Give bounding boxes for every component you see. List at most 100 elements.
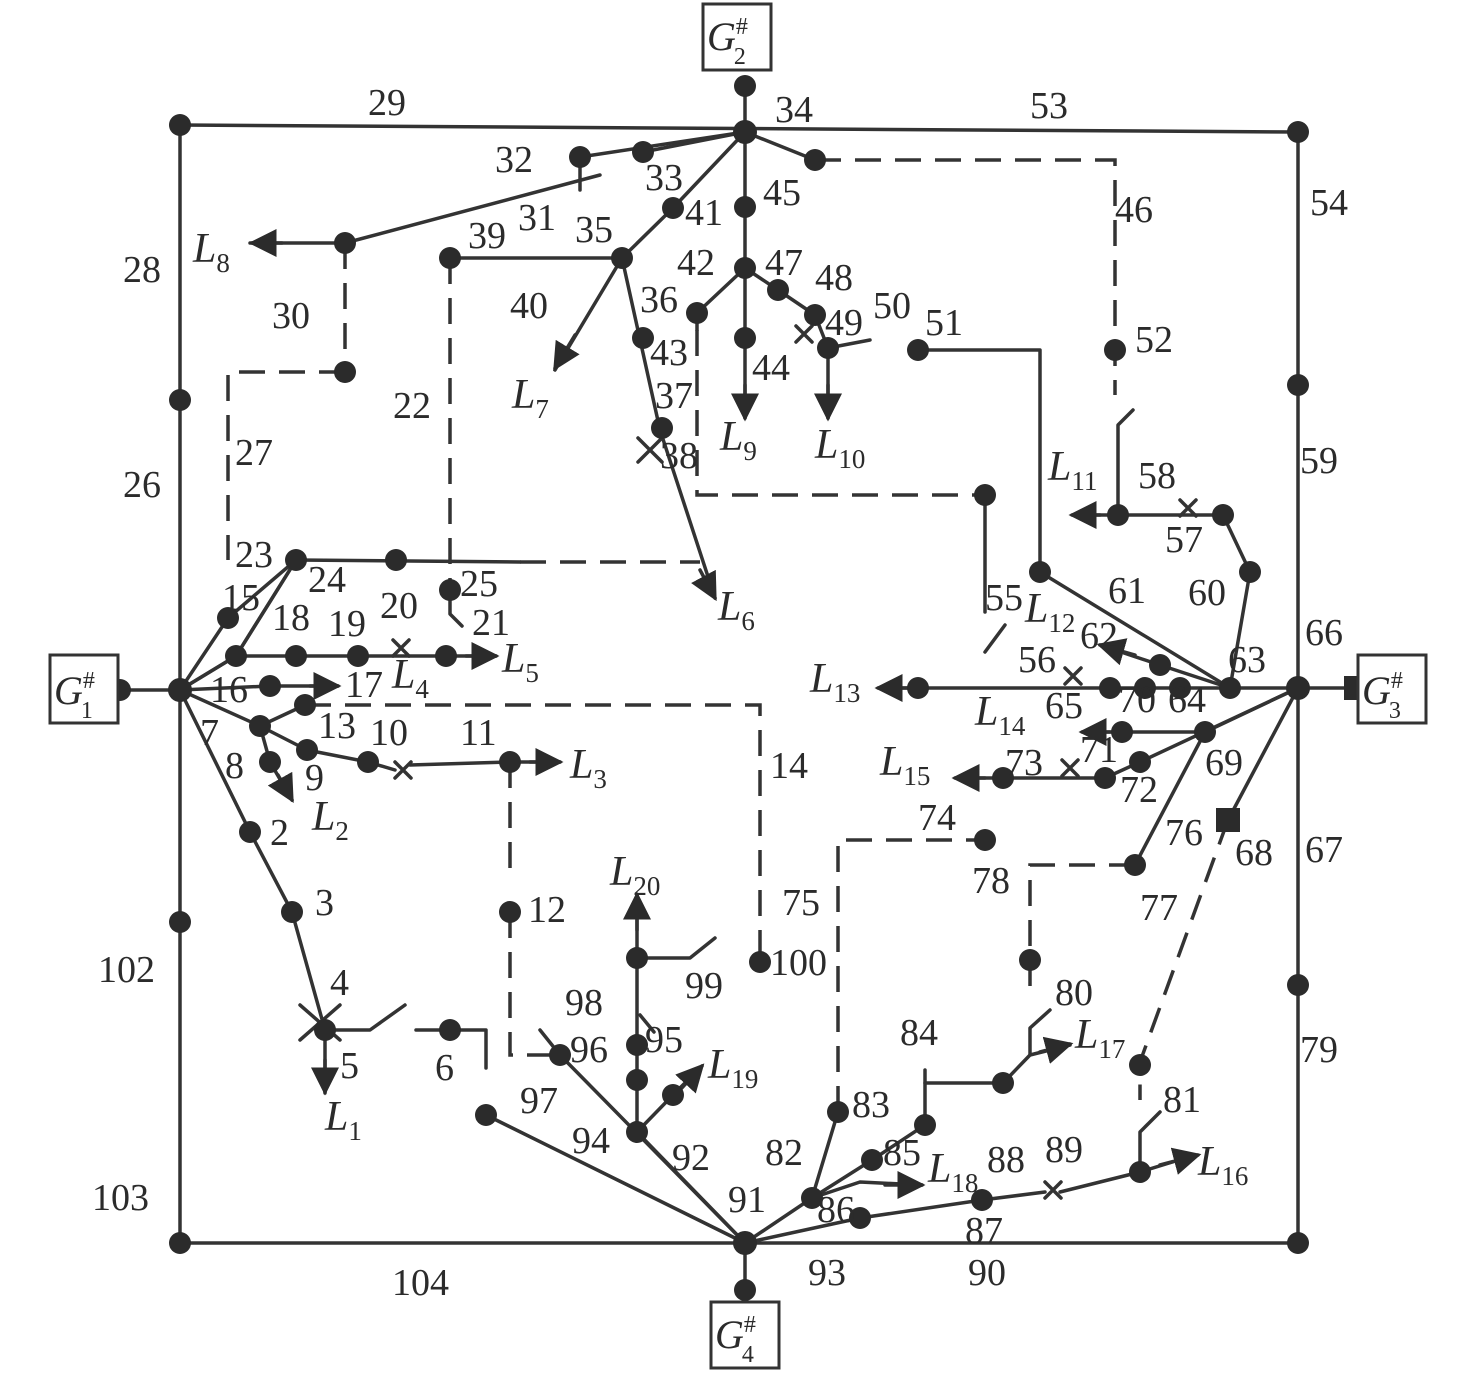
node-number: 81 xyxy=(1163,1079,1201,1121)
node-number: 14 xyxy=(770,745,808,787)
load-labels: L1 L2 L3 L4 L5 L6 L7 L8 L9 L10 L11 L12 L… xyxy=(192,226,1248,1198)
node-number: 50 xyxy=(873,285,911,327)
node-number: 72 xyxy=(1120,769,1158,811)
node-number: 64 xyxy=(1168,679,1206,721)
node-number: 54 xyxy=(1310,182,1348,224)
node-number: 71 xyxy=(1080,729,1118,771)
svg-text:G#4: G#4 xyxy=(715,1312,756,1368)
node-number: 36 xyxy=(640,279,678,321)
node-number: 104 xyxy=(392,1262,449,1304)
node-number: 38 xyxy=(660,435,698,477)
node-number: 68 xyxy=(1235,832,1273,874)
tie-lines xyxy=(226,158,1230,1112)
node-number: 13 xyxy=(318,705,356,747)
node-number: 9 xyxy=(305,757,324,799)
node-number: 11 xyxy=(460,712,497,754)
node-number: 19 xyxy=(328,603,366,645)
load-label: L5 xyxy=(501,636,539,688)
load-arrows xyxy=(248,229,1202,1199)
node-number: 21 xyxy=(472,602,510,644)
node-number: 49 xyxy=(825,302,863,344)
node-number: 74 xyxy=(918,797,956,839)
node-number: 80 xyxy=(1055,972,1093,1014)
node-number: 65 xyxy=(1045,685,1083,727)
node-number: 16 xyxy=(210,669,248,711)
node-number: 56 xyxy=(1018,639,1056,681)
load-label: L4 xyxy=(391,652,429,704)
node-number: 34 xyxy=(775,89,813,131)
node-number: 59 xyxy=(1300,440,1338,482)
node-number: 67 xyxy=(1305,829,1343,871)
svg-text:G#1: G#1 xyxy=(54,668,95,724)
load-label: L10 xyxy=(814,422,865,474)
node-number: 26 xyxy=(123,464,161,506)
svg-text:G#2: G#2 xyxy=(707,14,748,70)
node-number: 91 xyxy=(728,1179,766,1221)
node-number: 44 xyxy=(752,347,790,389)
node-number: 86 xyxy=(817,1189,855,1231)
load-label: L15 xyxy=(879,739,930,791)
node-number: 77 xyxy=(1140,887,1178,929)
generator-g2: G#2 xyxy=(701,2,773,72)
load-label: L1 xyxy=(324,1094,362,1146)
node-number: 15 xyxy=(222,577,260,619)
node-number: 82 xyxy=(765,1132,803,1174)
node-number: 2 xyxy=(270,812,289,854)
node-numbers: 2 3 4 5 6 7 8 9 10 11 12 13 14 15 16 17 … xyxy=(92,82,1348,1304)
node-number: 102 xyxy=(98,949,155,991)
node-number: 84 xyxy=(900,1012,938,1054)
generator-g4: G#4 xyxy=(709,1300,781,1370)
node-number: 17 xyxy=(345,664,383,706)
node-number: 63 xyxy=(1228,639,1266,681)
node-number: 97 xyxy=(520,1080,558,1122)
node-number: 73 xyxy=(1005,742,1043,784)
node-number: 46 xyxy=(1115,189,1153,231)
load-label: L14 xyxy=(974,689,1026,741)
node-number: 25 xyxy=(460,563,498,605)
node-number: 87 xyxy=(965,1210,1003,1252)
node-number: 29 xyxy=(368,82,406,124)
node-number: 76 xyxy=(1165,812,1203,854)
node-number: 10 xyxy=(370,712,408,754)
node-number: 58 xyxy=(1138,455,1176,497)
node-number: 3 xyxy=(315,882,334,924)
node-number: 4 xyxy=(330,962,349,1004)
node-number: 99 xyxy=(685,965,723,1007)
generator-g1: G#1 xyxy=(48,653,120,725)
node-number: 23 xyxy=(235,534,273,576)
node-number: 43 xyxy=(650,332,688,374)
node-number: 78 xyxy=(972,860,1010,902)
node-number: 90 xyxy=(968,1252,1006,1294)
node-number: 60 xyxy=(1188,572,1226,614)
node-number: 30 xyxy=(272,295,310,337)
node-number: 70 xyxy=(1118,679,1156,721)
load-label: L17 xyxy=(1074,1012,1125,1064)
load-label: L20 xyxy=(609,849,660,901)
node-number: 47 xyxy=(765,242,803,284)
load-label: L6 xyxy=(717,584,755,636)
node-number: 75 xyxy=(782,882,820,924)
node-number: 85 xyxy=(883,1132,921,1174)
load-label: L18 xyxy=(927,1146,978,1198)
load-label: L2 xyxy=(311,794,349,846)
node-number: 51 xyxy=(925,302,963,344)
load-label: L16 xyxy=(1197,1139,1248,1191)
node-number: 6 xyxy=(435,1047,454,1089)
load-label: L19 xyxy=(707,1042,758,1094)
node-number: 8 xyxy=(225,745,244,787)
node-number: 83 xyxy=(852,1084,890,1126)
node-number: 18 xyxy=(272,597,310,639)
node-number: 5 xyxy=(340,1045,359,1087)
nodes xyxy=(109,75,1368,1301)
load-label: L9 xyxy=(719,414,757,466)
node-number: 88 xyxy=(987,1139,1025,1181)
switch-marks xyxy=(298,324,1198,1200)
load-label: L12 xyxy=(1024,586,1075,638)
node-number: 103 xyxy=(92,1177,149,1219)
node-number: 37 xyxy=(655,375,693,417)
node-number: 12 xyxy=(528,889,566,931)
node-number: 69 xyxy=(1205,742,1243,784)
node-number: 35 xyxy=(575,209,613,251)
node-number: 24 xyxy=(308,559,346,601)
node-number: 55 xyxy=(985,577,1023,619)
